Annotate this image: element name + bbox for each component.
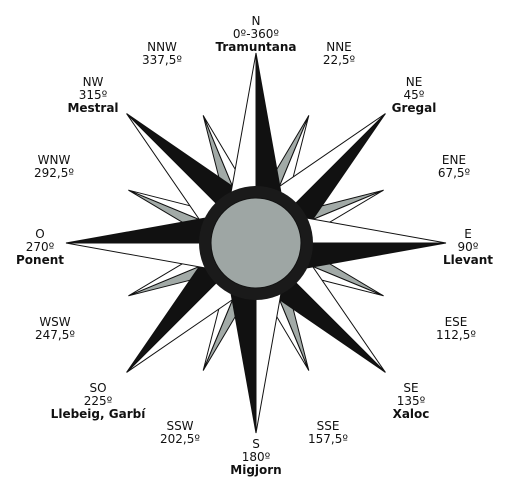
point-abbr-nne: NNE bbox=[326, 40, 352, 54]
compass-hub-disc bbox=[210, 197, 302, 289]
point-degrees-so: 225º bbox=[83, 394, 113, 408]
wind-name-so: Llebeig, Garbí bbox=[50, 407, 146, 421]
point-abbr-sse: SSE bbox=[316, 419, 340, 433]
point-abbr-n: N bbox=[251, 14, 261, 28]
point-degrees-e: 90º bbox=[457, 240, 479, 254]
label-nw: NW 315º Mestral bbox=[67, 76, 118, 115]
point-degrees-se: 135º bbox=[396, 394, 426, 408]
point-degrees-ese: 112,5º bbox=[435, 328, 477, 342]
wind-name-s: Migjorn bbox=[230, 463, 282, 477]
point-degrees-ne: 45º bbox=[403, 88, 425, 102]
point-abbr-ese: ESE bbox=[444, 315, 468, 329]
label-n: N 0º-360º Tramuntana bbox=[216, 15, 297, 54]
wind-name-n: Tramuntana bbox=[215, 40, 297, 54]
label-nnw: NNW 337,5º bbox=[142, 41, 182, 67]
point-abbr-ssw: SSW bbox=[166, 419, 194, 433]
point-degrees-wsw: 247,5º bbox=[34, 328, 76, 342]
wind-name-o: Ponent bbox=[16, 253, 64, 267]
point-abbr-nnw: NNW bbox=[147, 40, 177, 54]
point-degrees-s: 180º bbox=[241, 450, 271, 464]
wind-name-nw: Mestral bbox=[67, 101, 119, 115]
point-abbr-nw: NW bbox=[82, 75, 104, 89]
label-s: S 180º Migjorn bbox=[230, 438, 281, 477]
point-abbr-wnw: WNW bbox=[37, 153, 71, 167]
point-degrees-sse: 157,5º bbox=[307, 432, 349, 446]
wind-name-ne: Gregal bbox=[391, 101, 437, 115]
point-degrees-o: 270º bbox=[25, 240, 55, 254]
point-abbr-ene: ENE bbox=[441, 153, 467, 167]
point-degrees-wnw: 292,5º bbox=[33, 166, 75, 180]
label-ne: NE 45º Gregal bbox=[392, 76, 437, 115]
label-ene: ENE 67,5º bbox=[438, 154, 470, 180]
label-wnw: WNW 292,5º bbox=[34, 154, 74, 180]
label-wsw: WSW 247,5º bbox=[35, 316, 75, 342]
point-degrees-n: 0º-360º bbox=[232, 27, 280, 41]
point-abbr-so: SO bbox=[89, 381, 107, 395]
wind-name-e: Llevant bbox=[442, 253, 494, 267]
point-abbr-ne: NE bbox=[405, 75, 423, 89]
point-abbr-o: O bbox=[35, 227, 45, 241]
point-degrees-nne: 22,5º bbox=[322, 53, 356, 67]
point-degrees-ssw: 202,5º bbox=[159, 432, 201, 446]
point-abbr-e: E bbox=[464, 227, 472, 241]
point-degrees-nnw: 337,5º bbox=[141, 53, 183, 67]
label-ese: ESE 112,5º bbox=[436, 316, 476, 342]
point-abbr-wsw: WSW bbox=[39, 315, 71, 329]
label-sse: SSE 157,5º bbox=[308, 420, 348, 446]
point-abbr-s: S bbox=[252, 437, 260, 451]
point-degrees-ene: 67,5º bbox=[437, 166, 471, 180]
point-abbr-se: SE bbox=[403, 381, 419, 395]
label-o: O 270º Ponent bbox=[16, 228, 64, 267]
label-e: E 90º Llevant bbox=[443, 228, 493, 267]
label-se: SE 135º Xaloc bbox=[393, 382, 430, 421]
label-ssw: SSW 202,5º bbox=[160, 420, 200, 446]
label-so: SO 225º Llebeig, Garbí bbox=[51, 382, 146, 421]
point-degrees-nw: 315º bbox=[78, 88, 108, 102]
label-nne: NNE 22,5º bbox=[323, 41, 355, 67]
wind-name-se: Xaloc bbox=[392, 407, 430, 421]
